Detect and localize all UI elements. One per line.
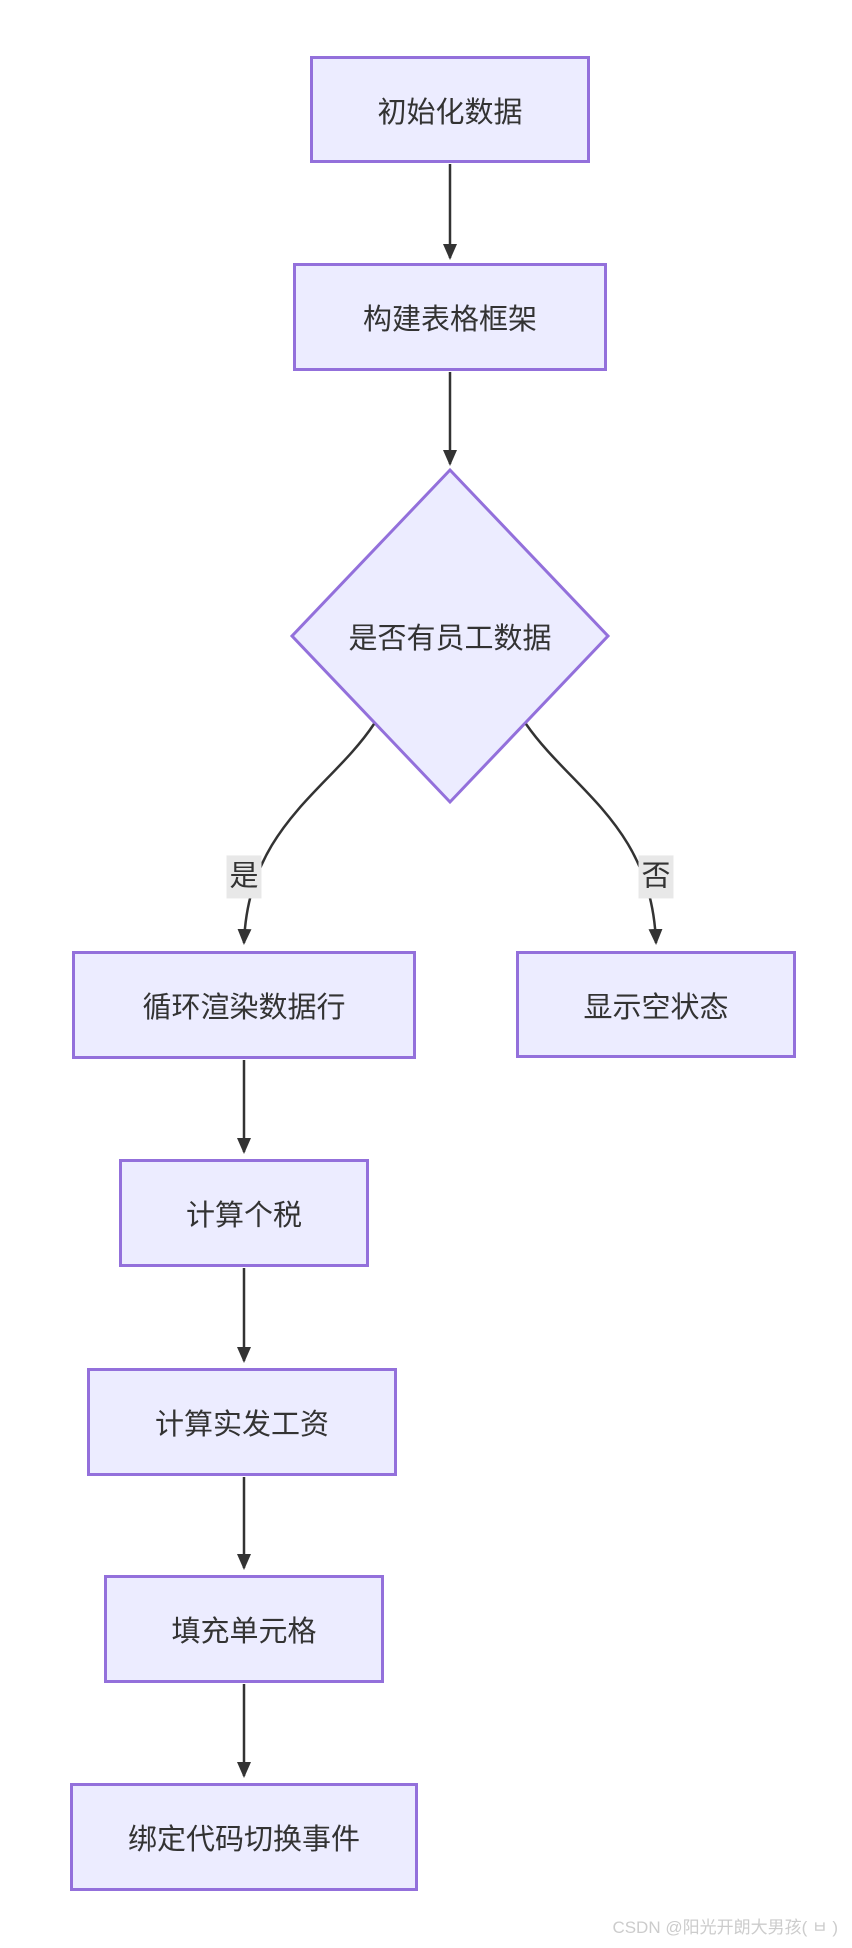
node-build-table-frame-label: 构建表格框架 xyxy=(362,304,537,336)
node-bind-toggle-events: 绑定代码切换事件 xyxy=(70,1783,418,1891)
watermark: CSDN @阳光开朗大男孩( ㅂ ) xyxy=(612,1918,838,1937)
node-calc-tax: 计算个税 xyxy=(119,1159,369,1267)
node-bind-toggle-events-label: 绑定代码切换事件 xyxy=(127,1824,360,1856)
decision-diamond-shape xyxy=(289,467,611,805)
node-init-data: 初始化数据 xyxy=(310,56,590,163)
node-render-rows: 循环渲染数据行 xyxy=(72,951,416,1059)
node-empty-state: 显示空状态 xyxy=(516,951,796,1058)
edge-label-yes: 是 xyxy=(226,855,262,899)
node-has-employee-data: 是否有员工数据 xyxy=(292,470,608,802)
node-empty-state-label: 显示空状态 xyxy=(583,991,729,1024)
edge-decision-no xyxy=(524,723,663,945)
edge-decision-yes xyxy=(237,723,376,945)
node-calc-net-salary: 计算实发工资 xyxy=(87,1368,397,1476)
node-calc-net-salary-label: 计算实发工资 xyxy=(154,1409,329,1441)
node-render-rows-label: 循环渲染数据行 xyxy=(142,992,346,1024)
edge-label-no: 否 xyxy=(638,855,674,899)
node-build-table-frame: 构建表格框架 xyxy=(293,263,607,371)
node-calc-tax-label: 计算个税 xyxy=(185,1200,302,1232)
node-init-data-label: 初始化数据 xyxy=(377,96,523,129)
node-has-employee-data-label: 是否有员工数据 xyxy=(348,623,552,655)
node-fill-cells: 填充单元格 xyxy=(104,1575,384,1683)
node-fill-cells-label: 填充单元格 xyxy=(171,1616,317,1648)
